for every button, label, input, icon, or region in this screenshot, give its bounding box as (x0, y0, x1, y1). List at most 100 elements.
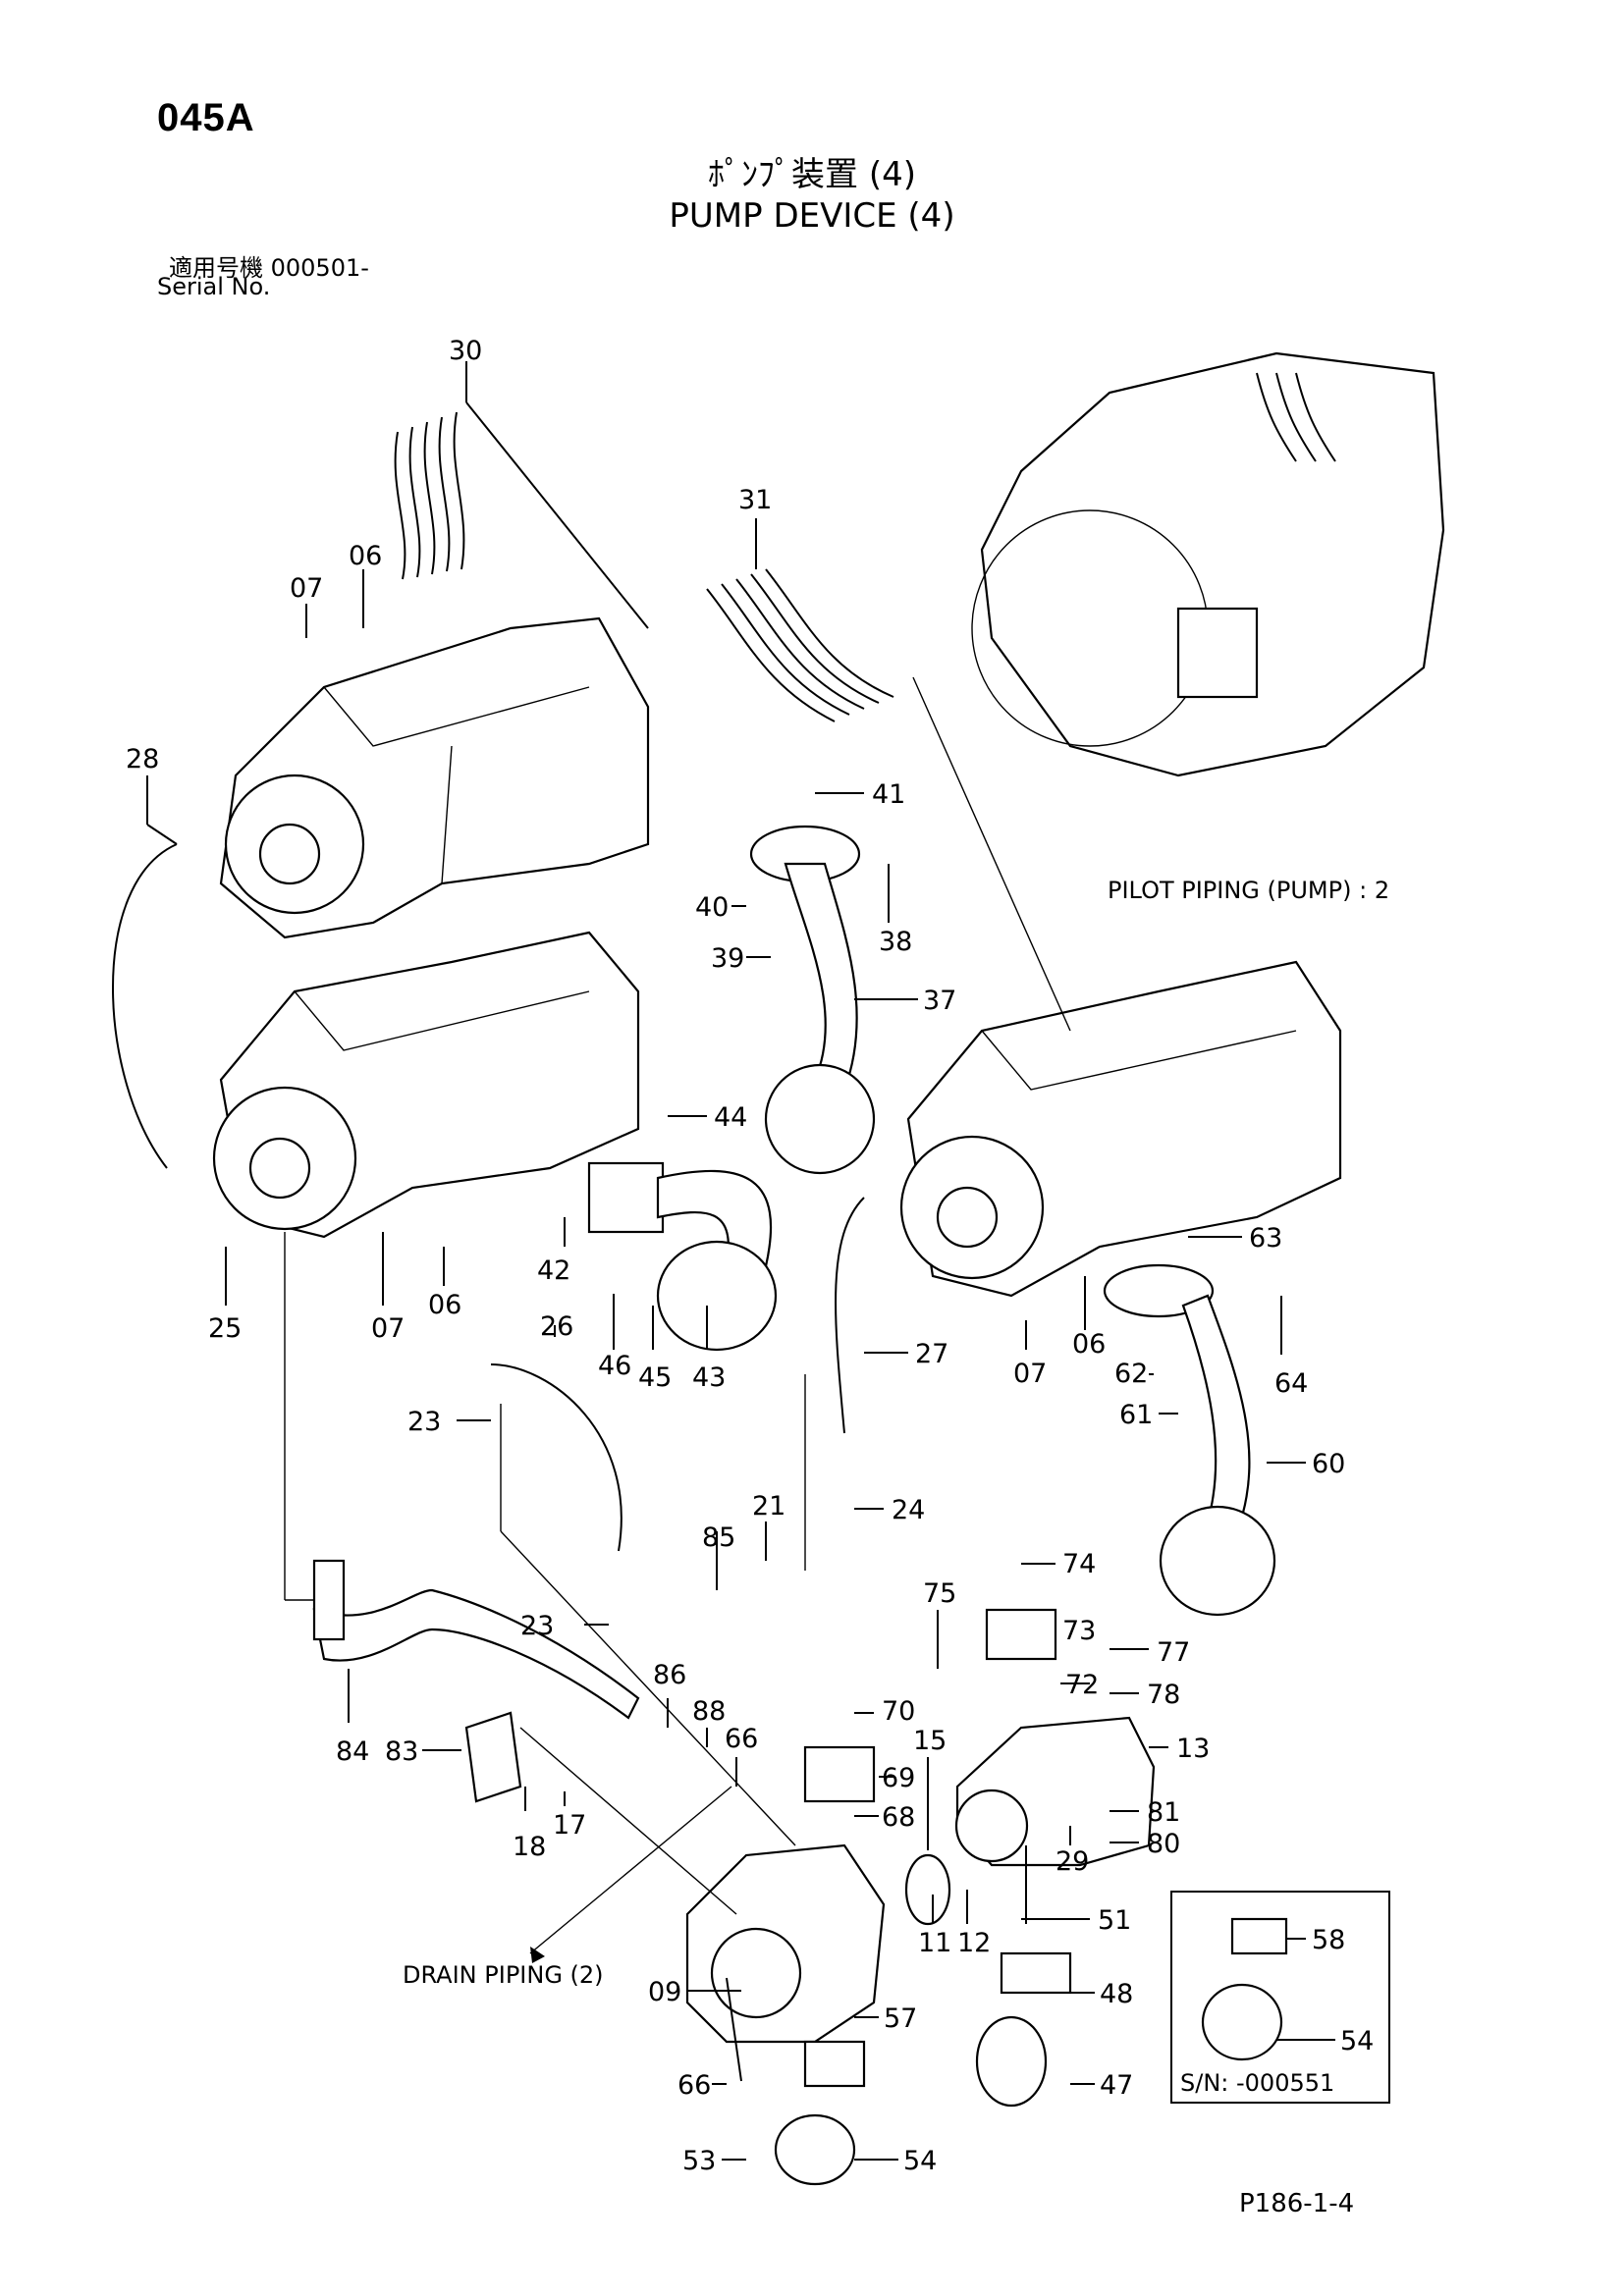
callout-27: 27 (915, 1339, 948, 1369)
pilot-hose-bundle-31 (706, 568, 894, 722)
callout-40: 40 (695, 892, 729, 923)
callout-74: 74 (1062, 1549, 1096, 1579)
page-code: P186-1-4 (1239, 2189, 1355, 2218)
callout-78: 78 (1147, 1680, 1180, 1710)
pilot-hose-bundle-30 (394, 411, 465, 580)
callout-88: 88 (692, 1696, 726, 1727)
callout-47: 47 (1100, 2070, 1133, 2101)
callout-60: 60 (1312, 1449, 1345, 1479)
callout-28: 28 (126, 744, 159, 774)
callout-06c: 06 (1072, 1329, 1106, 1360)
serial-range-japanese: 適用号機 000501- (169, 254, 369, 282)
callout-24: 24 (892, 1495, 925, 1525)
flange-48 (975, 1951, 1072, 2108)
callout-09: 09 (648, 1977, 681, 2007)
callout-17: 17 (553, 1810, 586, 1841)
drain-pipe-84 (312, 1559, 640, 1720)
main-pump-upper-left (219, 616, 650, 939)
callout-54b: 54 (903, 2146, 937, 2176)
engine-assembly-reference (971, 351, 1445, 777)
callout-85: 85 (702, 1522, 735, 1553)
callout-43: 43 (692, 1362, 726, 1393)
hose-26 (490, 1363, 623, 1552)
callout-73: 73 (1062, 1616, 1096, 1646)
callout-54: 54 (1340, 2026, 1374, 2056)
callout-66: 66 (725, 1724, 758, 1754)
serial-label: Serial No. (157, 273, 271, 300)
callout-44: 44 (714, 1102, 747, 1133)
callout-07: 07 (290, 573, 323, 604)
callout-68: 68 (882, 1802, 915, 1833)
leader-lines (146, 361, 1335, 2161)
callout-75: 75 (923, 1578, 956, 1609)
callout-21: 21 (752, 1491, 785, 1522)
callout-37: 37 (923, 986, 956, 1016)
inset-serial-note: S/N: -000551 (1180, 2069, 1334, 2097)
callout-64: 64 (1274, 1368, 1308, 1399)
bracket-83 (464, 1711, 522, 1803)
callout-25: 25 (208, 1313, 242, 1344)
callout-06: 06 (349, 541, 382, 571)
callout-72: 72 (1065, 1670, 1099, 1700)
block-69 (803, 1745, 876, 1803)
suction-pipe-60 (1103, 1263, 1276, 1617)
callout-62: 62 (1114, 1359, 1148, 1389)
callout-61: 61 (1119, 1400, 1153, 1430)
callout-30: 30 (449, 336, 482, 366)
callout-23: 23 (407, 1407, 441, 1437)
main-pump-right (899, 960, 1342, 1298)
callout-63: 63 (1249, 1223, 1282, 1254)
gear-pump-13 (954, 1716, 1156, 1867)
callout-86: 86 (653, 1660, 686, 1690)
callout-53: 53 (682, 2146, 716, 2176)
callout-26: 26 (540, 1311, 573, 1342)
callout-06b: 06 (428, 1290, 461, 1320)
callout-15: 15 (913, 1726, 947, 1756)
callout-23b: 23 (520, 1611, 554, 1641)
hose-27 (835, 1197, 865, 1434)
callout-45: 45 (638, 1362, 672, 1393)
callout-41: 41 (872, 779, 905, 810)
suction-pipe-43 (587, 1161, 778, 1352)
callout-31: 31 (738, 485, 772, 515)
drain-piping-note: DRAIN PIPING (2) (403, 1961, 604, 1989)
callout-07b: 07 (371, 1313, 405, 1344)
callout-39: 39 (711, 943, 744, 974)
parts-illustration (112, 351, 1445, 2186)
callout-58: 58 (1312, 1925, 1345, 1955)
callout-83: 83 (385, 1736, 418, 1767)
inset-detail-box (1170, 1891, 1390, 2104)
callout-46: 46 (598, 1351, 631, 1381)
main-pump-middle-left (212, 931, 640, 1239)
callout-38: 38 (879, 927, 912, 957)
callout-48: 48 (1100, 1979, 1133, 2009)
callout-42: 42 (537, 1255, 570, 1286)
callout-77: 77 (1157, 1637, 1190, 1668)
callout-11: 11 (918, 1928, 951, 1958)
callout-51: 51 (1098, 1905, 1131, 1936)
callout-07c: 07 (1013, 1359, 1047, 1389)
page-title: PUMP DEVICE (4) (669, 196, 955, 236)
callout-81: 81 (1147, 1797, 1180, 1828)
page-title-japanese: ﾎﾟﾝﾌﾟ装置 (4) (708, 155, 916, 194)
callout-66b: 66 (677, 2070, 711, 2101)
callout-13: 13 (1176, 1734, 1210, 1764)
drain-piping-arrow (530, 1947, 545, 1963)
o-ring-15 (904, 1853, 951, 1926)
callout-80: 80 (1147, 1829, 1180, 1859)
callout-29: 29 (1056, 1846, 1089, 1877)
pilot-piping-note: PILOT PIPING (PUMP) : 2 (1108, 877, 1389, 904)
flange-54 (774, 2040, 866, 2186)
gear-pump-09 (685, 1843, 886, 2044)
callout-12: 12 (957, 1928, 991, 1958)
page-id: 045A (157, 96, 255, 139)
callout-69: 69 (882, 1763, 915, 1793)
block-73 (985, 1608, 1057, 1661)
callout-70: 70 (882, 1696, 915, 1727)
callout-57: 57 (884, 2003, 917, 2034)
hose-28 (112, 843, 178, 1169)
suction-pipe-37 (749, 825, 876, 1175)
callout-84: 84 (336, 1736, 369, 1767)
